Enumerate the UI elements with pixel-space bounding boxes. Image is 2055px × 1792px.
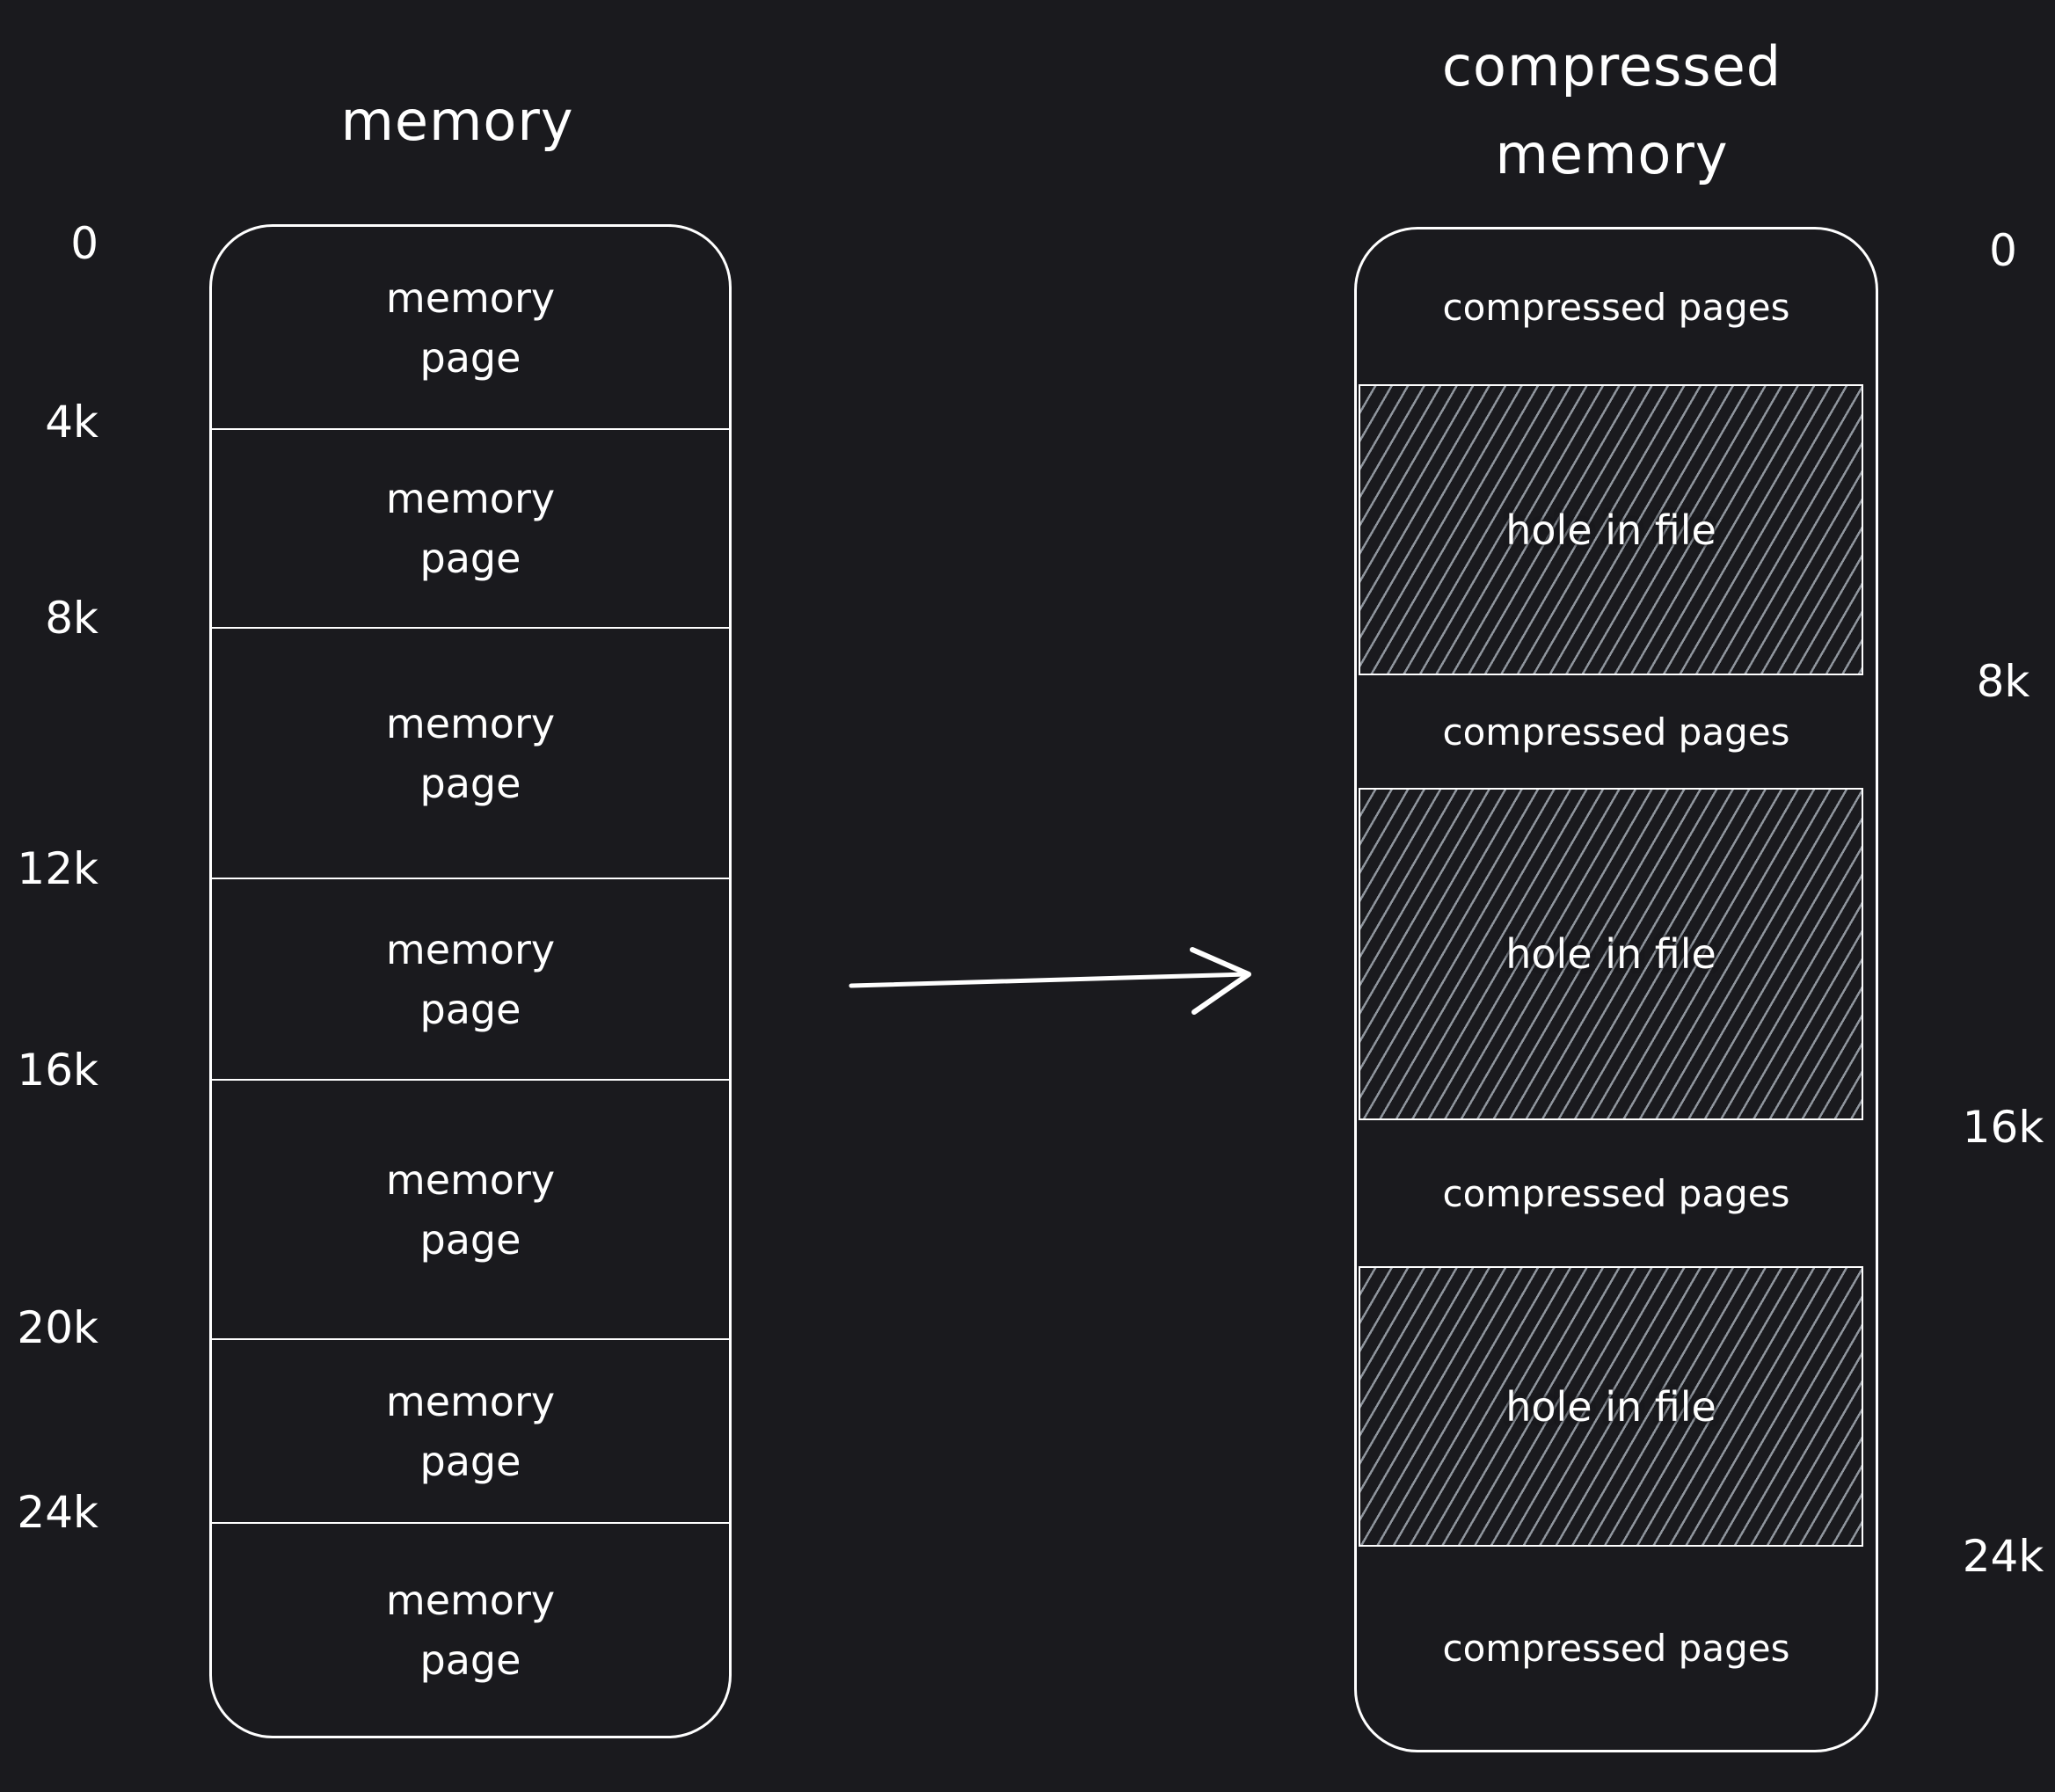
compressed-pages-label: compressed pages xyxy=(1442,710,1790,754)
compressed-pages-section: compressed pages xyxy=(1357,675,1876,788)
compressed-pages-label: compressed pages xyxy=(1442,285,1790,329)
memory-page-label: memory page xyxy=(385,1377,556,1485)
memory-page-row: memory page xyxy=(212,227,729,428)
hole-in-file-block: hole in file xyxy=(1359,788,1863,1120)
hole-in-file-label: hole in file xyxy=(1505,506,1716,554)
compressed-pages-section: compressed pages xyxy=(1357,229,1876,384)
left-axis-label-20k: 20k xyxy=(17,1302,98,1353)
right-axis-label-8k: 8k xyxy=(1976,656,2030,707)
memory-page-label: memory page xyxy=(385,699,556,807)
right-column-title: compressed memory xyxy=(1392,23,1832,199)
memory-page-row: memory page xyxy=(212,1338,729,1522)
compressed-pages-label: compressed pages xyxy=(1442,1171,1790,1215)
left-axis-label-12k: 12k xyxy=(17,843,98,894)
memory-page-row: memory page xyxy=(212,878,729,1079)
hole-in-file-block: hole in file xyxy=(1359,1266,1863,1547)
right-axis-label-24k: 24k xyxy=(1962,1531,2044,1582)
left-column-title-text: memory xyxy=(340,89,574,153)
left-column-title: memory xyxy=(281,90,633,153)
memory-page-label: memory page xyxy=(385,925,556,1033)
right-column-title-line1: compressed xyxy=(1441,34,1782,98)
memory-page-row: memory page xyxy=(212,428,729,627)
hole-in-file-label: hole in file xyxy=(1505,1382,1716,1431)
memory-page-row: memory page xyxy=(212,627,729,878)
right-axis-label-0: 0 xyxy=(1989,225,2017,276)
compressed-pages-section: compressed pages xyxy=(1357,1120,1876,1266)
memory-page-label: memory page xyxy=(385,475,556,582)
compressed-pages-label: compressed pages xyxy=(1442,1627,1790,1670)
hole-in-file-block: hole in file xyxy=(1359,384,1863,675)
left-axis-label-24k: 24k xyxy=(17,1487,98,1538)
right-axis-label-16k: 16k xyxy=(1962,1102,2044,1153)
compressed-pages-section: compressed pages xyxy=(1357,1547,1876,1750)
left-axis-label-16k: 16k xyxy=(17,1045,98,1096)
memory-page-row: memory page xyxy=(212,1079,729,1338)
compressed-memory-column: compressed pages hole in file compressed… xyxy=(1354,227,1878,1752)
memory-page-label: memory page xyxy=(385,1576,556,1684)
memory-page-row: memory page xyxy=(212,1522,729,1736)
hole-in-file-label: hole in file xyxy=(1505,930,1716,978)
memory-page-label: memory page xyxy=(385,1155,556,1264)
left-axis-label-0: 0 xyxy=(70,218,98,269)
memory-page-label: memory page xyxy=(385,273,556,382)
left-axis-label-8k: 8k xyxy=(45,593,98,644)
right-column-title-line2: memory xyxy=(1495,122,1729,186)
left-axis-label-4k: 4k xyxy=(45,397,98,448)
memory-column: memory page memory page memory page memo… xyxy=(209,224,732,1738)
